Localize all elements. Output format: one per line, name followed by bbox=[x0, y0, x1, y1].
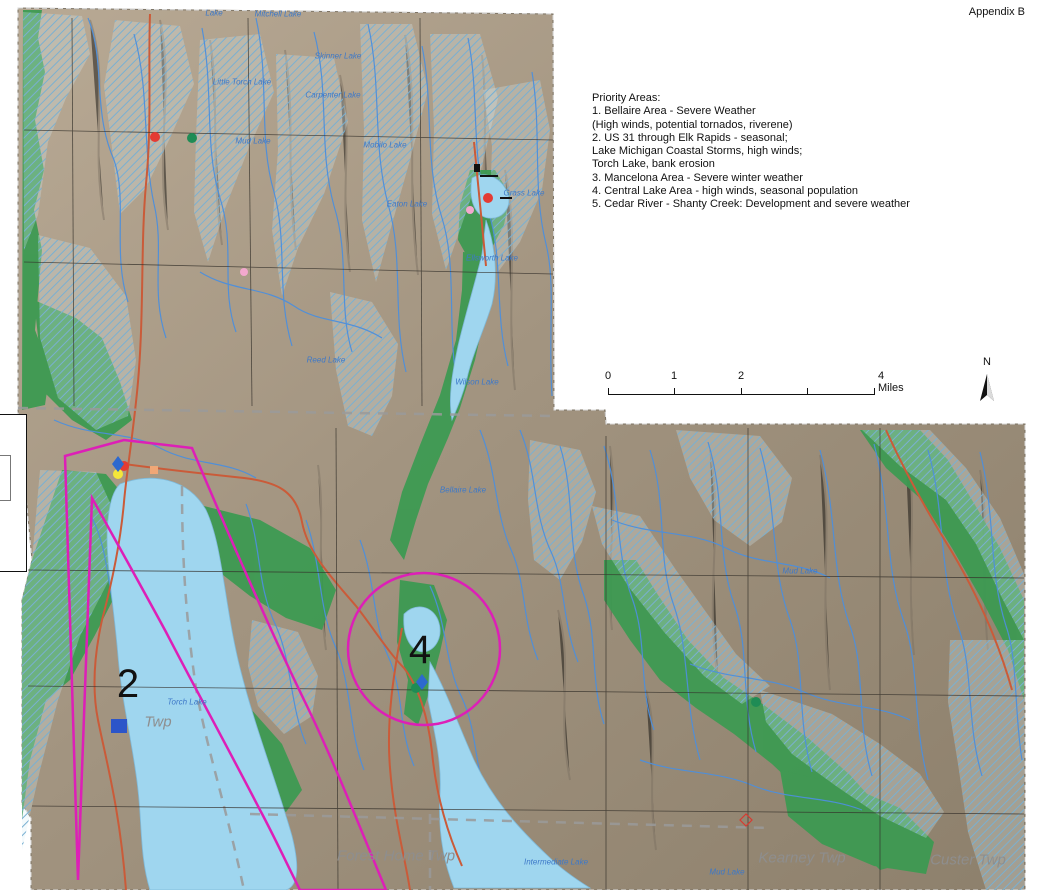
scale-label-0: 0 bbox=[604, 370, 612, 382]
township-label: Kearney Twp bbox=[758, 849, 846, 867]
scale-label-2: 2 bbox=[737, 370, 745, 382]
priority-areas bbox=[63, 438, 502, 890]
legend-line-5: Torch Lake, bank erosion bbox=[592, 158, 715, 171]
lake-label: Little Torch Lake bbox=[212, 77, 272, 87]
map-symbols bbox=[111, 132, 761, 827]
township-lines bbox=[23, 17, 1025, 890]
lake-label: Skinner Lake bbox=[314, 51, 362, 61]
rivers-layer bbox=[53, 17, 1023, 811]
appendix-label: Appendix B bbox=[968, 6, 1025, 18]
priority-zone-2 bbox=[63, 438, 388, 890]
lake-label: Eaton Lake bbox=[386, 199, 428, 209]
township-label: Forest Home Twp bbox=[336, 847, 456, 865]
priority-areas-legend: Priority Areas: 1. Bellaire Area - Sever… bbox=[592, 92, 1012, 212]
lake-label: Mitchell Lake bbox=[254, 9, 302, 19]
lake-label: Intermediate Lake bbox=[523, 857, 589, 867]
inset-frame bbox=[0, 414, 27, 572]
lake-label: Bellaire Lake bbox=[439, 485, 487, 495]
legend-line-2: (High winds, potential tornados, riveren… bbox=[592, 118, 793, 131]
lake-label: Wilson Lake bbox=[455, 377, 499, 387]
scale-tick-2 bbox=[741, 388, 742, 395]
north-arrow: N bbox=[975, 356, 999, 402]
scale-tick-3 bbox=[807, 388, 808, 395]
priority-zone-4 bbox=[346, 571, 502, 727]
lake-label: Mobilo Lake bbox=[363, 140, 407, 150]
road-network bbox=[93, 13, 1013, 890]
scale-tick-4 bbox=[874, 388, 875, 395]
legend-line-6: 3. Mancelona Area - Severe winter weathe… bbox=[592, 171, 803, 184]
legend-line-3: 2. US 31 through Elk Rapids - seasonal; bbox=[592, 131, 788, 144]
priority-number-2: 2 bbox=[116, 662, 140, 706]
lake-label: Mud Lake bbox=[709, 867, 745, 877]
lake-label: Carpenter Lake bbox=[305, 90, 361, 100]
legend-line-4: Lake Michigan Coastal Storms, high winds… bbox=[592, 145, 803, 158]
lake-label: Torch Lake bbox=[167, 697, 207, 707]
north-arrow-icon bbox=[980, 374, 994, 401]
legend-line-8: 5. Cedar River - Shanty Creek: Developme… bbox=[592, 198, 910, 211]
township-label: Twp bbox=[144, 713, 172, 731]
scale-label-4-miles: 4 Miles bbox=[878, 370, 904, 394]
lake-label: Mud Lake bbox=[782, 566, 818, 576]
lake-label: Grass Lake bbox=[503, 188, 545, 198]
legend-title: Priority Areas: bbox=[592, 92, 661, 104]
scale-label-1: 1 bbox=[670, 370, 678, 382]
lake-label: Lake bbox=[205, 8, 223, 18]
legend-line-7: 4. Central Lake Area - high winds, seaso… bbox=[592, 185, 859, 198]
scale-bar: 0 1 2 4 Miles bbox=[600, 370, 920, 410]
scale-tick-0 bbox=[608, 388, 609, 395]
lake-label: Reed Lake bbox=[306, 355, 346, 365]
inset-swatch bbox=[0, 455, 11, 501]
lake-label: Ellsworth Lake bbox=[465, 253, 519, 263]
north-letter: N bbox=[983, 356, 991, 368]
township-label: Custer Twp bbox=[930, 851, 1006, 869]
lake-label: Mud Lake bbox=[235, 136, 271, 146]
legend-line-1: 1. Bellaire Area - Severe Weather bbox=[592, 105, 756, 118]
priority-number-4: 4 bbox=[408, 628, 432, 672]
scale-tick-1 bbox=[674, 388, 675, 395]
